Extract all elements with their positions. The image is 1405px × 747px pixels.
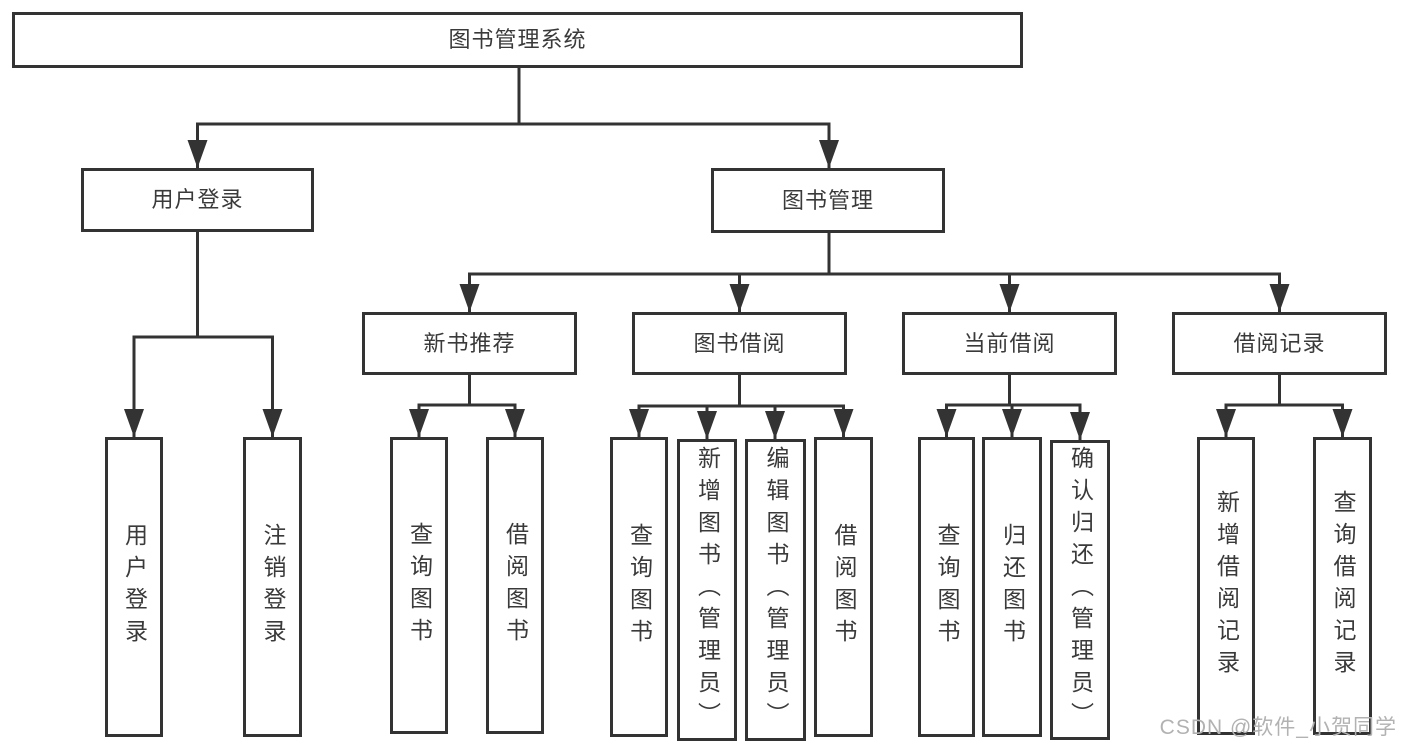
connector-bookmgmt-to-level3 — [468, 231, 1281, 276]
leaf-confirm-return: 确认归还（管理员） — [1050, 440, 1110, 740]
leaf-borrow-book-2: 借阅图书 — [814, 437, 873, 737]
leaf-return-book: 归还图书 — [982, 437, 1042, 737]
connector-bookborrow-to-leaves — [637, 373, 845, 408]
node-root: 图书管理系统 — [12, 12, 1023, 68]
leaf-edit-book: 编辑图书（管理员） — [745, 439, 806, 741]
leaf-add-book: 新增图书（管理员） — [677, 439, 737, 741]
connector-userlogin-to-leaves — [132, 230, 274, 339]
leaf-add-record: 新增借阅记录 — [1197, 437, 1255, 735]
connector-newbookrec-to-leaves — [417, 373, 517, 407]
leaf-query-book-1: 查询图书 — [390, 437, 448, 734]
node-user-login: 用户登录 — [81, 168, 314, 232]
leaf-logout: 注销登录 — [243, 437, 302, 737]
leaf-query-book-2: 查询图书 — [610, 437, 668, 737]
connector-borrowrecords-to-leaves — [1224, 373, 1344, 407]
connector-currentborrow-to-leaves — [945, 373, 1082, 407]
node-book-mgmt: 图书管理 — [711, 168, 945, 233]
watermark-text: CSDN @软件_小贺同学 — [1159, 716, 1397, 739]
node-new-book-rec: 新书推荐 — [362, 312, 577, 375]
node-current-borrow: 当前借阅 — [902, 312, 1117, 375]
leaf-query-book-3: 查询图书 — [918, 437, 975, 737]
node-book-borrow: 图书借阅 — [632, 312, 847, 375]
leaf-user-login: 用户登录 — [105, 437, 163, 737]
connector-root-to-level2 — [196, 66, 831, 126]
node-borrow-records: 借阅记录 — [1172, 312, 1387, 375]
leaf-borrow-book-1: 借阅图书 — [486, 437, 544, 734]
leaf-query-record: 查询借阅记录 — [1313, 437, 1372, 735]
